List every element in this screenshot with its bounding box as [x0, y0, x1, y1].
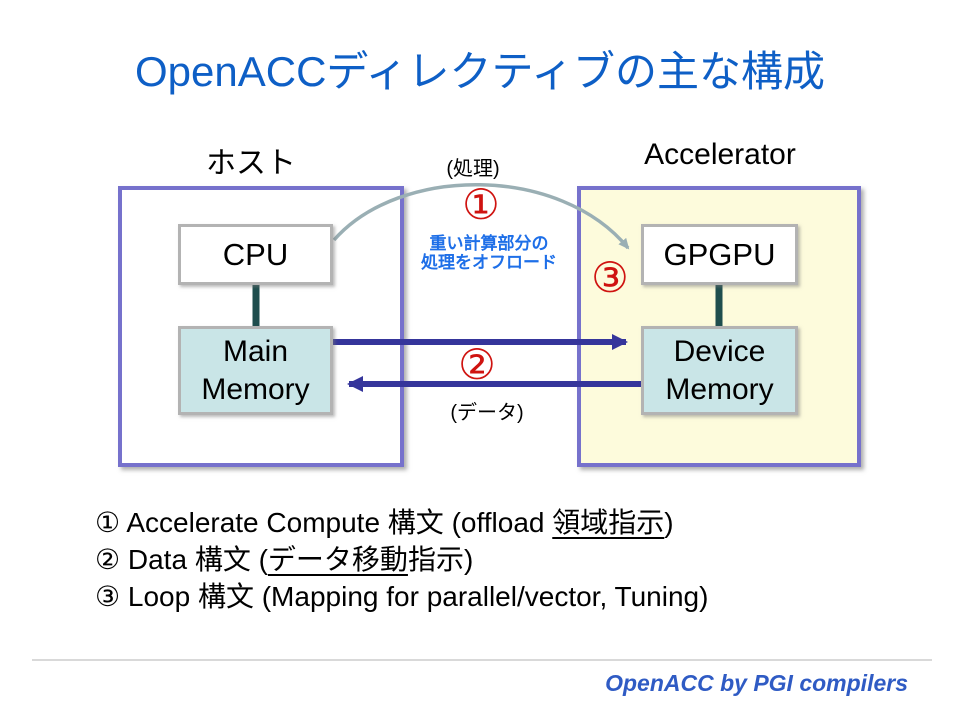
main-memory-label-line1: Main: [222, 334, 289, 368]
circled-number-2: ②: [458, 341, 496, 388]
device-memory-label-line2: Memory: [665, 372, 774, 406]
footer-credit: OpenACC by PGI compilers: [605, 670, 908, 696]
gpgpu-box: GPGPU: [641, 224, 798, 285]
offload-annotation-line1: 重い計算部分の: [429, 234, 549, 253]
legend-item-3: ③ Loop 構文 (Mapping for parallel/vector, …: [95, 581, 709, 612]
host-heading: ホスト: [206, 147, 296, 180]
device-memory-label-line1: Device: [673, 334, 766, 368]
offload-annotation-line2: 処理をオフロード: [421, 253, 557, 272]
legend-underlined-1: 領域指示: [552, 507, 665, 538]
legend-number-1: ①: [95, 507, 121, 538]
accelerator-heading: Accelerator: [644, 138, 796, 171]
footer-divider: [32, 659, 932, 661]
legend-item-2: ② Data 構文 (データ移動指示): [95, 544, 474, 575]
circled-number-3: ③: [591, 254, 629, 301]
offload-annotation: 重い計算部分の 処理をオフロード: [421, 234, 557, 272]
legend-number-3: ③: [95, 581, 121, 612]
cpu-box: CPU: [178, 224, 333, 285]
legend-item-1: ① Accelerate Compute 構文 (offload 領域指示): [95, 507, 674, 538]
legend-list: ① Accelerate Compute 構文 (offload 領域指示) ②…: [95, 504, 708, 615]
cpu-label: CPU: [222, 236, 289, 272]
circled-number-1: ①: [462, 181, 500, 228]
data-annotation: (データ): [450, 402, 524, 424]
process-annotation: (処理): [446, 158, 500, 180]
gpgpu-label: GPGPU: [663, 236, 776, 272]
main-memory-label-line2: Memory: [201, 372, 310, 406]
legend-underlined-2: データ移動: [267, 544, 408, 575]
legend-number-2: ②: [95, 544, 121, 575]
device-memory-box: Device Memory: [641, 326, 798, 415]
page-title: OpenACCディレクティブの主な構成: [135, 48, 825, 95]
main-memory-box: Main Memory: [178, 326, 333, 415]
